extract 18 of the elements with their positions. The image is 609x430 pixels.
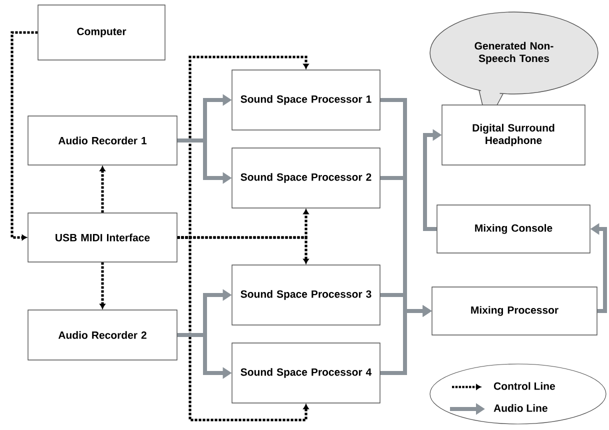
process-box: USB MIDI Interface: [28, 212, 178, 262]
control-line: [100, 166, 106, 213]
process-box: Sound Space Processor 2: [232, 148, 380, 208]
process-box: Audio Recorder 2: [28, 310, 178, 360]
control-line: [177, 236, 309, 264]
legend-text: Control Line: [494, 382, 555, 390]
process-box: Digital Surround Headphone: [442, 104, 586, 166]
control-line: [10, 31, 38, 240]
process-box: Mixing Processor: [432, 286, 598, 336]
legend-text: Audio Line: [494, 404, 548, 412]
process-box: Mixing Console: [436, 204, 590, 254]
process-box: Sound Space Processor 4: [232, 342, 380, 404]
control-line: [100, 262, 106, 309]
process-box: Audio Recorder 1: [28, 116, 178, 166]
process-box: Sound Space Processor 1: [232, 70, 380, 130]
process-box: Computer: [38, 4, 166, 60]
process-box: Sound Space Processor 3: [232, 264, 380, 326]
speech-bubble: Generated Non-Speech Tones: [430, 12, 598, 125]
